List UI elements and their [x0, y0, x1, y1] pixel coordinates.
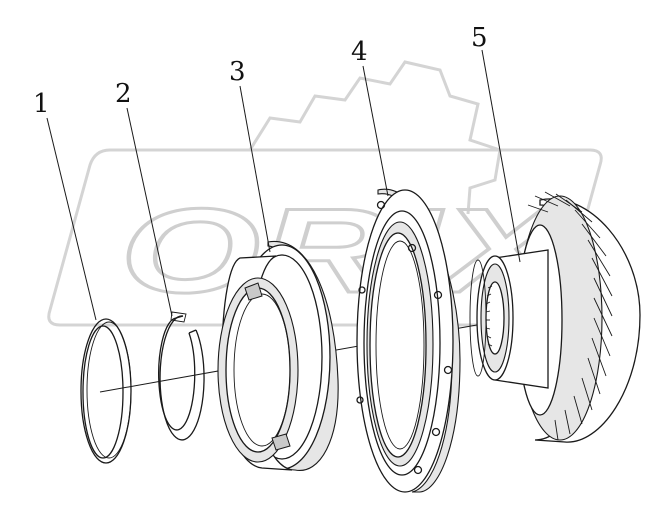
callout-3: 3: [229, 57, 246, 87]
spline-teeth: [485, 285, 493, 347]
leader-line-2: [126, 107, 173, 317]
part-1-snap-ring: [80, 318, 132, 464]
part-4-flange-cover: [356, 188, 461, 493]
gear-teeth: [527, 191, 613, 441]
part-2-split-ring: [158, 311, 205, 441]
callout-5: 5: [471, 23, 488, 53]
callout-1: 1: [33, 89, 50, 119]
leader-line-4: [362, 65, 389, 197]
leader-line-1: [46, 117, 97, 321]
callout-2: 2: [115, 79, 132, 109]
leader-line-3: [239, 85, 271, 253]
part-5-helical-gear: [469, 191, 641, 443]
leader-line-5: [481, 49, 521, 263]
watermark-gear-icon: [248, 60, 502, 215]
part-3-bearing-cup: [217, 241, 339, 471]
callout-4: 4: [351, 37, 368, 67]
